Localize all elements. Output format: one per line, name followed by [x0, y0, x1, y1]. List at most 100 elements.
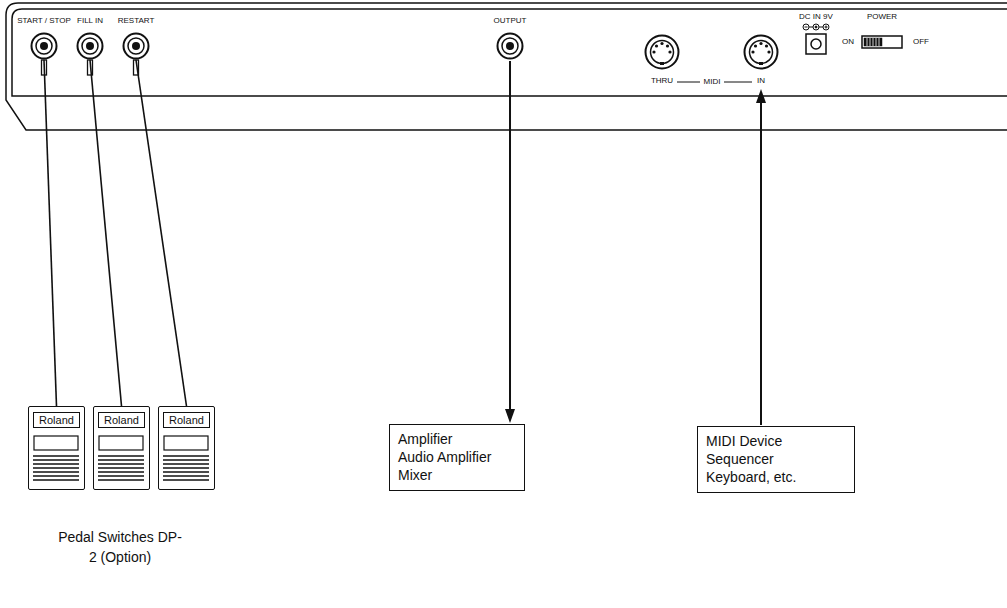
grille-line: [163, 479, 209, 480]
din-outer: [646, 36, 679, 69]
jack-connector: OUTPUT: [494, 16, 527, 60]
jack-ring: [498, 34, 523, 59]
bracket-line: [677, 82, 700, 83]
pedal-cable: [136, 60, 186, 406]
pedal-plate: [99, 436, 143, 450]
pedal-cable: [44, 60, 57, 406]
polarity-plus: [823, 24, 829, 30]
brand-plate: Roland: [98, 412, 145, 428]
rib: [867, 38, 868, 46]
din-pin: [666, 44, 669, 47]
grille-line: [98, 479, 144, 480]
grille-line: [98, 475, 144, 476]
din-pin: [660, 42, 663, 45]
signal-arrow: [505, 61, 515, 423]
din-pin: [751, 50, 754, 53]
grille-line: [33, 475, 79, 476]
din-pin: [767, 50, 770, 53]
jack-hole: [132, 42, 140, 50]
din-inner: [651, 41, 674, 64]
jack-ring: [128, 38, 144, 54]
jack-label: OUTPUT: [494, 16, 527, 26]
din-inner: [750, 41, 773, 64]
dc-jack-body: [806, 34, 826, 54]
jack-ring: [32, 34, 57, 59]
jack-connector: START / STOP: [17, 16, 71, 60]
jack-label: THRU: [651, 76, 673, 86]
phone-jack-symbol: [122, 32, 150, 60]
connector-line: [760, 99, 762, 425]
grille-line: [33, 459, 79, 460]
polarity-line: [819, 27, 823, 28]
bracket-line: [724, 82, 752, 83]
connector-line: [44, 60, 57, 406]
switch-lever: [864, 38, 882, 46]
grille-line: [98, 471, 144, 472]
switch-ribs: [867, 38, 879, 46]
din-pin: [655, 44, 658, 47]
device-name: Mixer: [398, 466, 515, 484]
phone-jack-symbol: [496, 32, 524, 60]
brand-plate: Roland: [33, 412, 80, 428]
grille-line: [163, 471, 209, 472]
grille-line: [98, 455, 144, 456]
pedal-switch: Roland: [28, 406, 85, 490]
jack-label: FILL IN: [77, 16, 103, 26]
phone-jack-symbol: [30, 32, 58, 60]
panel-label: MIDI: [704, 77, 721, 87]
din-key: [660, 62, 664, 65]
grille-line: [98, 459, 144, 460]
connector-line: [90, 60, 122, 406]
pedal-switch: Roland: [93, 406, 150, 490]
jack-label: START / STOP: [17, 16, 71, 26]
device-name: Keyboard, etc.: [706, 468, 845, 486]
device-box: AmplifierAudio AmplifierMixer: [389, 424, 525, 491]
jack-ring: [82, 38, 98, 54]
panel-label: ON: [842, 37, 854, 47]
brand-plate: Roland: [163, 412, 210, 428]
din-pin: [759, 42, 762, 45]
jack-hole: [40, 42, 48, 50]
device-name: Sequencer: [706, 450, 845, 468]
rib: [873, 38, 874, 46]
connector-line: [136, 60, 186, 406]
pedal-plate: [164, 436, 208, 450]
din-outer: [745, 36, 778, 69]
din-pin: [765, 44, 768, 47]
jack-label: RESTART: [118, 16, 155, 26]
din-key: [759, 62, 763, 65]
grille-line: [33, 463, 79, 464]
grille-line: [33, 467, 79, 468]
polarity-line: [809, 27, 813, 28]
plus-sign: [826, 26, 827, 29]
jack-connector: RESTART: [118, 16, 155, 60]
pedal-switch: Roland: [158, 406, 215, 490]
rib: [870, 38, 871, 46]
polarity-minus: [803, 24, 809, 30]
jack-ring: [502, 38, 518, 54]
minus-sign: [805, 27, 808, 28]
device-name: Amplifier: [398, 430, 515, 448]
jack-hole: [86, 42, 94, 50]
power-switch: [862, 36, 902, 48]
panel-label: OFF: [913, 37, 929, 47]
panel-label: POWER: [867, 12, 897, 22]
jack-ring: [124, 34, 149, 59]
jack-connector: FILL IN: [76, 16, 104, 60]
midi-connector: IN: [743, 34, 779, 86]
device-box: MIDI DeviceSequencerKeyboard, etc.: [697, 426, 855, 493]
grille-line: [163, 463, 209, 464]
din-pin: [754, 44, 757, 47]
rib: [876, 38, 877, 46]
midi-connector: THRU: [644, 34, 680, 86]
jack-hole: [506, 42, 514, 50]
jack-ring: [78, 34, 103, 59]
option-caption: Pedal Switches DP-2 (Option): [55, 527, 185, 567]
polarity-symbol: [803, 24, 829, 30]
grille-line: [98, 467, 144, 468]
grille-line: [98, 463, 144, 464]
device-name: Audio Amplifier: [398, 448, 515, 466]
